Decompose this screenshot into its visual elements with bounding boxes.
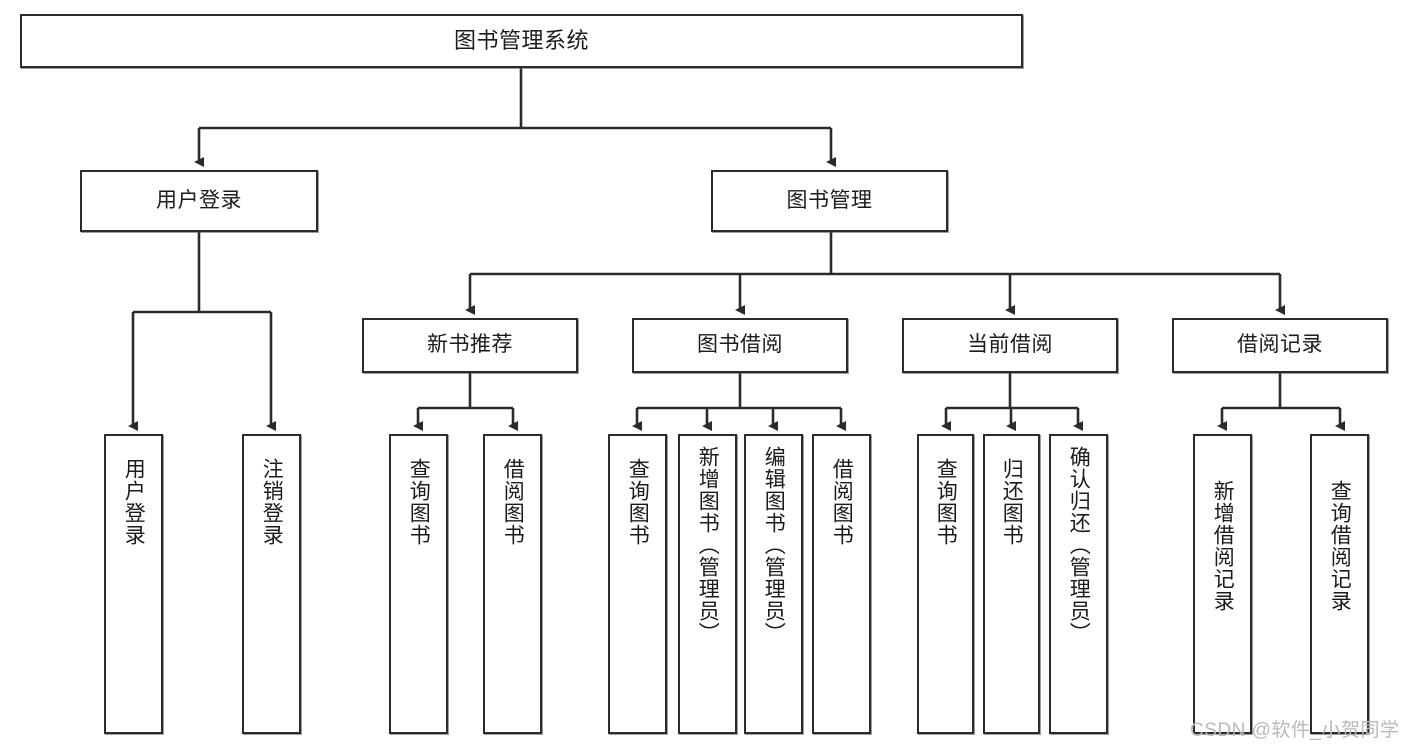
node-book-manage-label: 图书管理 <box>786 188 873 212</box>
node-user-login[interactable]: 用户登录 <box>80 170 318 232</box>
node-borrow-record[interactable]: 借阅记录 <box>1172 318 1388 373</box>
node-user-login-label: 用户登录 <box>156 188 242 212</box>
node-leaf-edit-book[interactable]: 编辑图书（管理员） <box>744 434 803 734</box>
node-leaf-query-book-borrow[interactable]: 查询图书 <box>608 434 667 734</box>
node-leaf-confirm-return[interactable]: 确认归还（管理员） <box>1049 434 1108 734</box>
node-root-label: 图书管理系统 <box>453 28 589 54</box>
node-book-borrow-label: 图书借阅 <box>697 333 783 357</box>
node-leaf-add-record[interactable]: 新增借阅记录 <box>1193 434 1252 734</box>
node-leaf-add-record-label: 新增借阅记录 <box>1211 480 1235 612</box>
node-book-manage[interactable]: 图书管理 <box>711 170 948 232</box>
node-leaf-query-book-rec[interactable]: 查询图书 <box>389 434 448 734</box>
node-leaf-borrow-book-rec[interactable]: 借阅图书 <box>483 434 542 734</box>
node-leaf-query-book-cur[interactable]: 查询图书 <box>917 434 974 734</box>
node-new-book-rec-label: 新书推荐 <box>427 333 513 357</box>
csdn-watermark: CSDN @软件_小贺同学 <box>1190 720 1400 741</box>
node-book-borrow[interactable]: 图书借阅 <box>632 318 848 373</box>
node-leaf-query-book-rec-label: 查询图书 <box>407 458 431 546</box>
node-leaf-query-record-label: 查询借阅记录 <box>1328 480 1352 612</box>
node-current-borrow-label: 当前借阅 <box>967 333 1053 357</box>
node-leaf-user-login[interactable]: 用户登录 <box>104 434 163 734</box>
node-new-book-rec[interactable]: 新书推荐 <box>362 318 578 373</box>
node-leaf-borrow-book-rec-label: 借阅图书 <box>501 458 525 546</box>
node-leaf-edit-book-label: 编辑图书（管理员） <box>762 446 786 644</box>
node-leaf-query-record[interactable]: 查询借阅记录 <box>1310 434 1369 734</box>
node-leaf-return-book[interactable]: 归还图书 <box>983 434 1040 734</box>
node-leaf-return-book-label: 归还图书 <box>1000 458 1024 546</box>
node-leaf-borrow-book[interactable]: 借阅图书 <box>812 434 871 734</box>
node-current-borrow[interactable]: 当前借阅 <box>902 318 1118 373</box>
node-leaf-add-book[interactable]: 新增图书（管理员） <box>678 434 737 734</box>
node-leaf-query-book-borrow-label: 查询图书 <box>626 458 650 546</box>
node-leaf-logout[interactable]: 注销登录 <box>242 434 301 734</box>
node-root[interactable]: 图书管理系统 <box>20 14 1023 68</box>
node-leaf-confirm-return-label: 确认归还（管理员） <box>1067 446 1091 644</box>
node-leaf-query-book-cur-label: 查询图书 <box>934 458 958 546</box>
node-leaf-logout-label: 注销登录 <box>260 458 284 546</box>
node-leaf-borrow-book-label: 借阅图书 <box>830 458 854 546</box>
node-leaf-add-book-label: 新增图书（管理员） <box>696 446 720 644</box>
node-leaf-user-login-label: 用户登录 <box>122 458 146 546</box>
node-borrow-record-label: 借阅记录 <box>1237 333 1323 357</box>
